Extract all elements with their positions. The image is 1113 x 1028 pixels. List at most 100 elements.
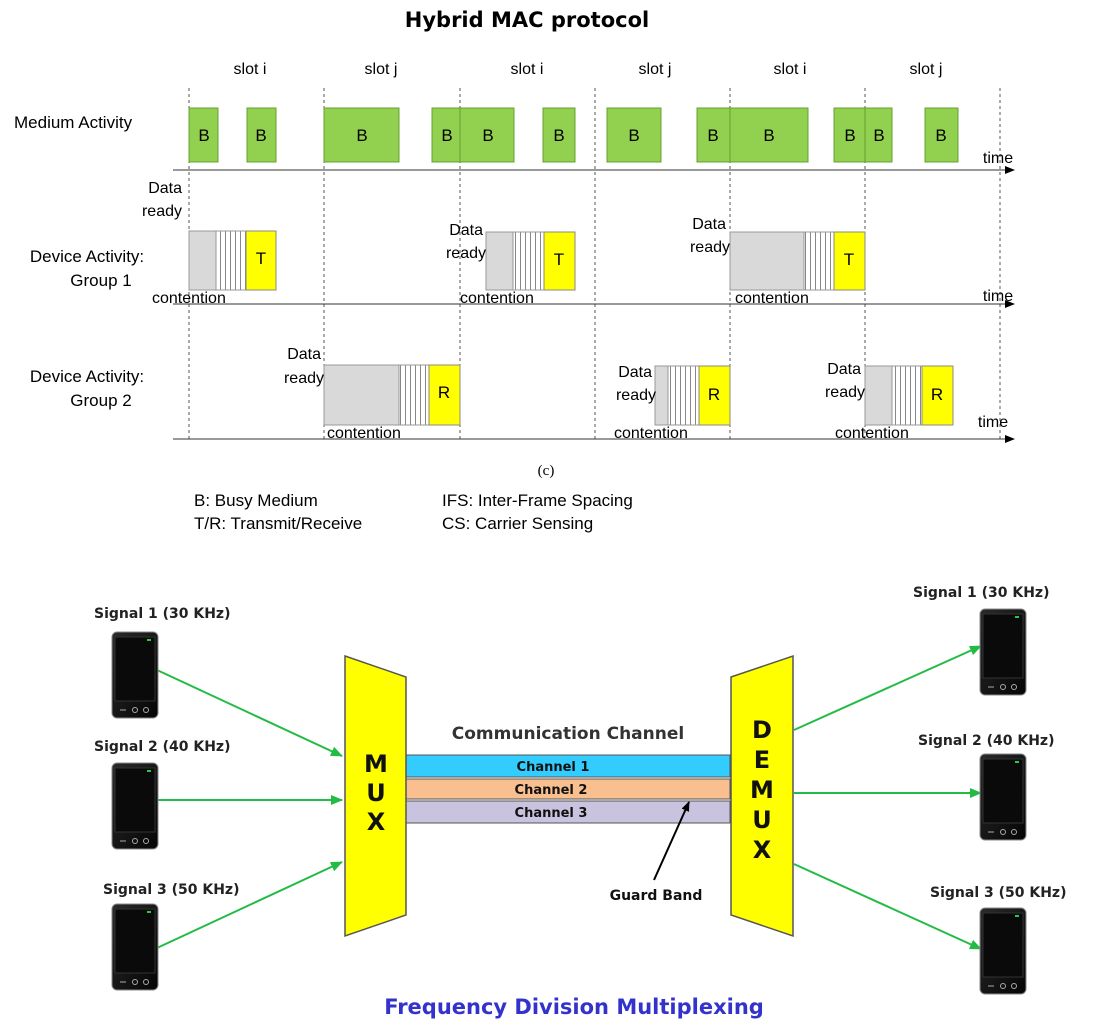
busy-label: B xyxy=(482,126,493,145)
busy-label: B xyxy=(628,126,639,145)
mac-title: Hybrid MAC protocol xyxy=(405,8,649,32)
contention-label: contention xyxy=(327,425,401,442)
busy-block xyxy=(924,107,959,163)
input-signal-1-label: Signal 1 (30 KHz) xyxy=(94,606,230,622)
contention-window xyxy=(323,364,400,426)
busy-block xyxy=(833,107,866,163)
data-ready-label: ready xyxy=(616,387,656,404)
contention-label: contention xyxy=(152,290,226,307)
input-signal-2-label: Signal 2 (40 KHz) xyxy=(94,739,230,755)
data-ready-label: Data xyxy=(287,346,321,363)
communication-channel xyxy=(405,754,731,824)
mux-letter: M xyxy=(364,750,388,778)
transmit-frame xyxy=(543,231,576,291)
data-ready-label: Data xyxy=(692,216,726,233)
demux-block xyxy=(730,654,794,938)
data-ready-label: ready xyxy=(825,384,865,401)
row-label-group2-line1: Device Activity: xyxy=(30,367,144,386)
ifs-window xyxy=(891,365,923,426)
busy-block xyxy=(459,107,515,163)
ifs-window xyxy=(215,230,247,291)
data-ready-label: Data xyxy=(618,364,652,381)
mux-block xyxy=(344,654,407,938)
busy-block xyxy=(246,107,277,163)
slot-label-3: slot i xyxy=(511,61,544,78)
contention-label: contention xyxy=(614,425,688,442)
data-ready-label: ready xyxy=(446,245,486,262)
busy-block xyxy=(542,107,576,163)
transmit-frame xyxy=(833,231,866,291)
input-arrow-1 xyxy=(156,669,343,757)
busy-block xyxy=(431,107,461,163)
guard-band-arrow xyxy=(653,801,690,881)
row-label-medium: Medium Activity xyxy=(14,113,133,132)
guard-band-label: Guard Band xyxy=(610,888,703,904)
input-arrow-3 xyxy=(156,861,343,949)
output-signal-1-label: Signal 1 (30 KHz) xyxy=(913,585,1049,601)
phone-icon xyxy=(111,903,159,991)
ifs-window xyxy=(512,231,545,291)
contention-label: contention xyxy=(835,425,909,442)
ifs-window xyxy=(398,364,430,426)
busy-label: B xyxy=(935,126,946,145)
busy-block xyxy=(188,107,219,163)
slot-label-4: slot j xyxy=(639,61,672,78)
contention-label: contention xyxy=(735,290,809,307)
data-ready-label: ready xyxy=(284,370,324,387)
phone-icon xyxy=(979,608,1027,696)
busy-label: B xyxy=(356,126,367,145)
time-label-medium: time xyxy=(983,150,1013,167)
time-label-group1: time xyxy=(983,288,1013,305)
data-ready-label: ready xyxy=(142,203,182,220)
row-label-group2-line2: Group 2 xyxy=(70,391,131,410)
receive-frame xyxy=(428,364,461,426)
busy-label: B xyxy=(707,126,718,145)
legend-transmit-receive: T/R: Transmit/Receive xyxy=(194,514,362,533)
demux-letter: D xyxy=(752,716,772,744)
channel-3-label: Channel 3 xyxy=(515,806,588,821)
receive-frame xyxy=(698,365,731,426)
row-label-group1-line1: Device Activity: xyxy=(30,247,144,266)
time-label-group2: time xyxy=(978,414,1008,431)
phone-icon xyxy=(979,753,1027,841)
data-ready-label: Data xyxy=(148,180,182,197)
busy-block xyxy=(729,107,809,163)
busy-label: B xyxy=(255,126,266,145)
mux-letter: X xyxy=(367,808,386,836)
signal-arrows xyxy=(156,645,982,950)
data-ready-label: Data xyxy=(449,222,483,239)
phone-icon xyxy=(979,907,1027,995)
legend-busy: B: Busy Medium xyxy=(194,491,318,510)
fdm-title: Frequency Division Multiplexing xyxy=(384,995,764,1019)
transmit-label: T xyxy=(554,250,564,269)
row-label-group1-line2: Group 1 xyxy=(70,271,131,290)
contention-window xyxy=(654,365,669,426)
contention-window xyxy=(485,231,514,291)
transmit-label: T xyxy=(844,250,854,269)
output-arrow-3 xyxy=(793,863,982,950)
slot-label-1: slot i xyxy=(234,61,267,78)
transmit-frame xyxy=(245,230,277,291)
busy-block xyxy=(696,107,731,163)
ifs-window xyxy=(667,365,700,426)
ifs-window xyxy=(803,231,835,291)
demux-letter: E xyxy=(754,746,770,774)
data-ready-label: Data xyxy=(827,361,861,378)
busy-label: B xyxy=(763,126,774,145)
demux-letter: M xyxy=(750,776,774,804)
phone-icons-input xyxy=(111,631,159,991)
busy-label: B xyxy=(844,126,855,145)
busy-label: B xyxy=(873,126,884,145)
figure-caption: (c) xyxy=(538,463,555,479)
busy-label: B xyxy=(553,126,564,145)
contention-label: contention xyxy=(460,290,534,307)
channel-2-label: Channel 2 xyxy=(515,783,588,798)
receive-label: R xyxy=(438,383,450,402)
data-ready-label: ready xyxy=(690,239,730,256)
receive-label: R xyxy=(708,385,720,404)
contention-window xyxy=(729,231,805,291)
busy-label: B xyxy=(198,126,209,145)
receive-label: R xyxy=(931,385,943,404)
slot-label-5: slot i xyxy=(774,61,807,78)
